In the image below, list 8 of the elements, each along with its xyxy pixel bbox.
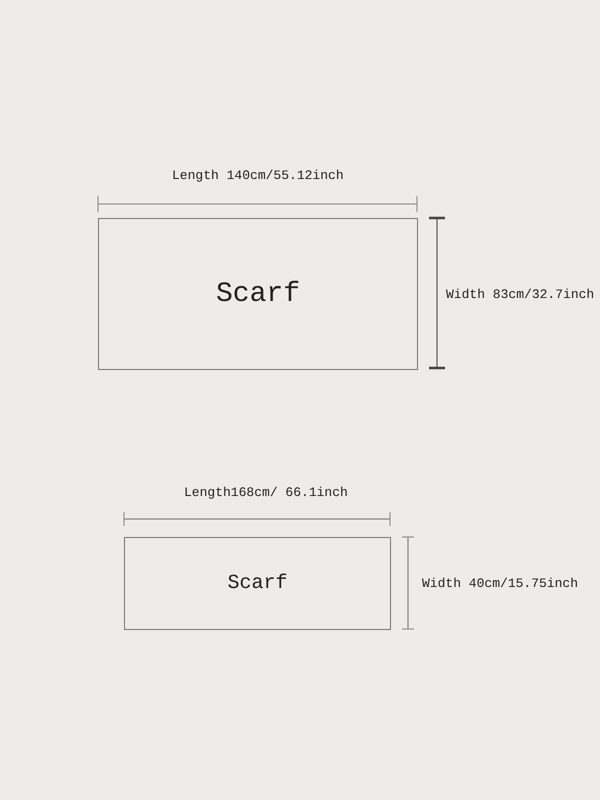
dimension-label: Length168cm/ 66.1inch	[184, 485, 348, 501]
item-label: Scarf	[216, 278, 300, 310]
dimension-label: Width 83cm/32.7inch	[446, 287, 594, 303]
scarf-rectangle	[124, 537, 391, 630]
dimension-label: Length 140cm/55.12inch	[172, 168, 344, 184]
item-label: Scarf	[227, 572, 288, 595]
scarf-rectangle	[98, 218, 418, 370]
dimension-label: Width 40cm/15.75inch	[422, 576, 578, 592]
